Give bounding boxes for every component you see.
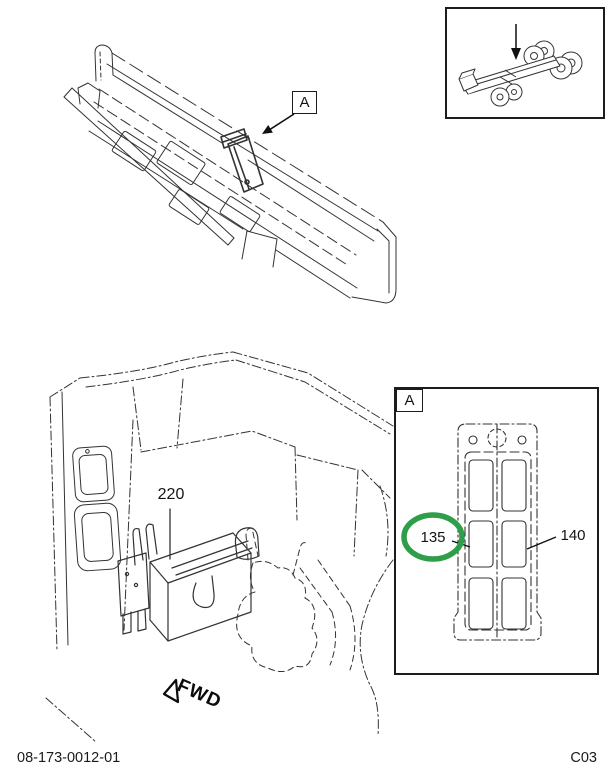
wall-access-covers — [72, 445, 122, 572]
fuse-panel-detail-illustration — [453, 423, 542, 641]
part-number-220: 220 — [157, 486, 185, 503]
callout-a-label: A — [292, 91, 317, 114]
detail-view-a — [394, 387, 599, 675]
cab-interior-illustration — [45, 351, 394, 743]
vehicle-locator-inset — [445, 7, 605, 119]
callout-a-arrow-icon — [262, 113, 295, 134]
rear-panel-illustration — [63, 44, 397, 304]
detail-view-frame — [394, 387, 599, 675]
leader-line-140 — [526, 536, 557, 550]
sheet-code: C03 — [570, 750, 597, 766]
document-number: 08-173-0012-01 — [17, 750, 121, 766]
fuse-panel-location-highlight — [220, 128, 264, 193]
down-arrow-icon — [511, 24, 521, 60]
fwd-arrowhead-icon — [162, 678, 180, 704]
part-number-140: 140 — [560, 527, 586, 544]
highlight-circle — [401, 512, 465, 562]
truck-chassis-icon — [458, 40, 583, 107]
part-number-135: 135 — [420, 529, 446, 546]
fuse-box-illustration — [117, 508, 260, 642]
detail-view-a-label: A — [396, 389, 423, 412]
